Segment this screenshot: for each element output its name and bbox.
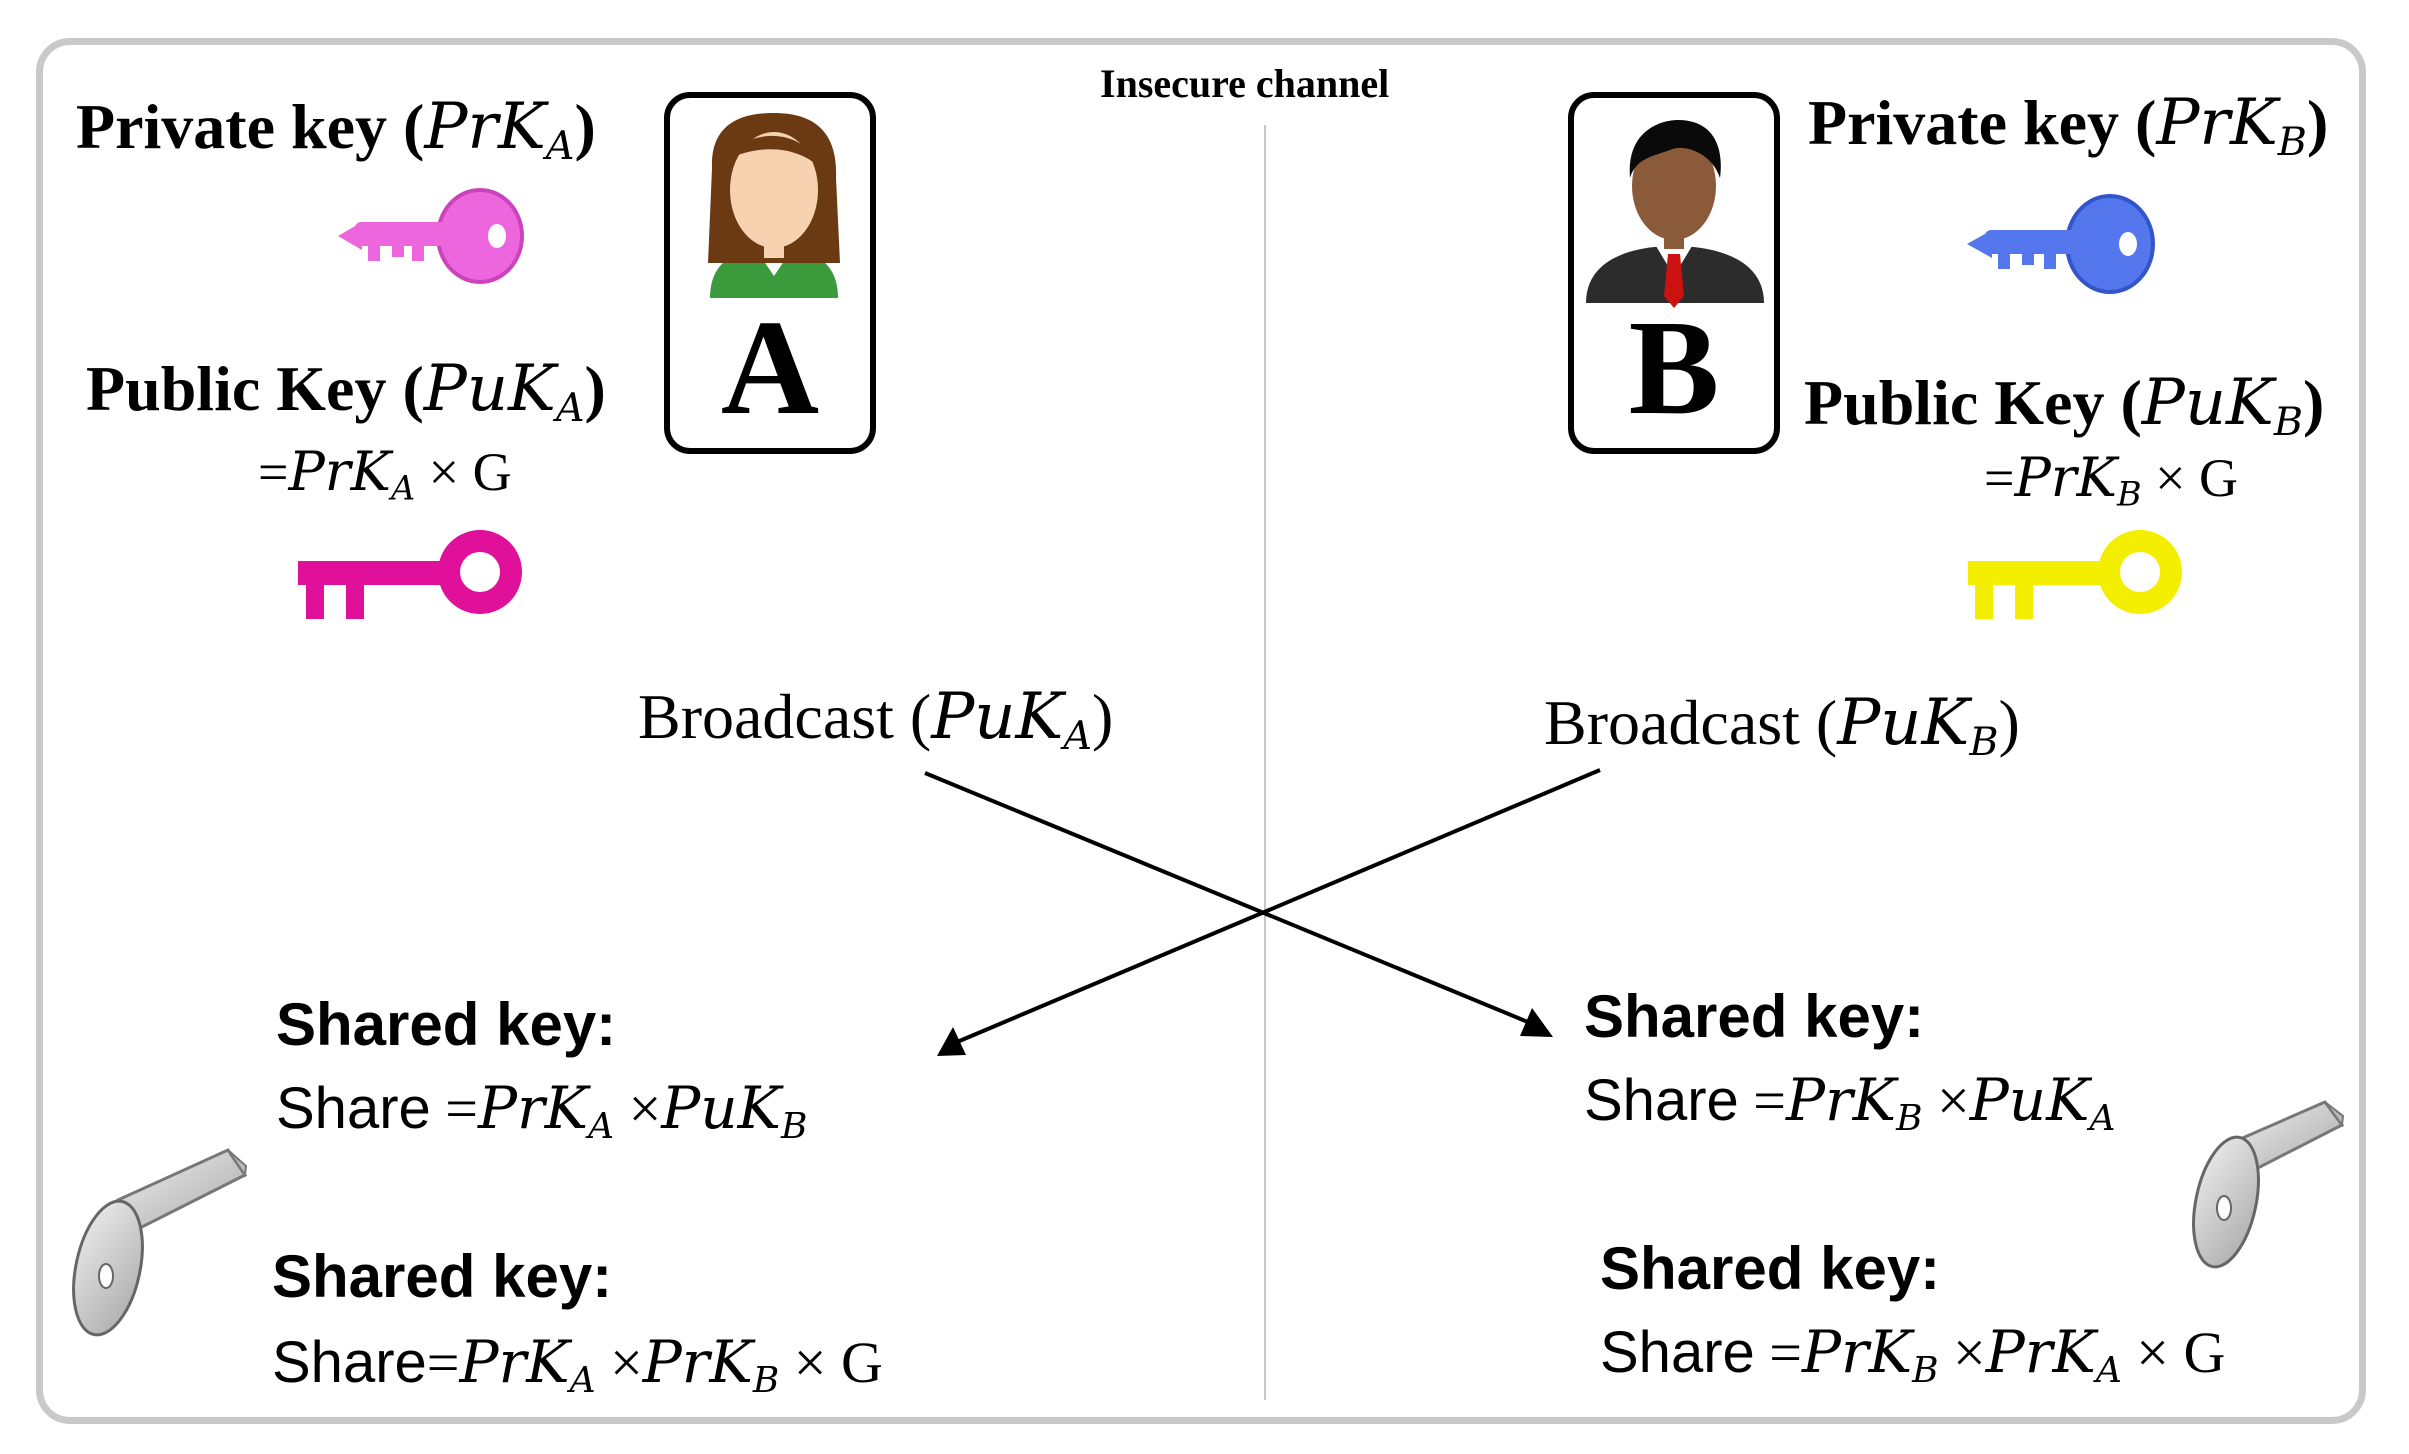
shared-key-a1-formula: Share =PrKA ×PuKB bbox=[276, 1074, 808, 1148]
private-key-a-label: Private key (PrKA) bbox=[76, 90, 596, 170]
party-a-card: A bbox=[664, 92, 876, 454]
shared-key-b1-heading: Shared key: bbox=[1584, 983, 1925, 1050]
broadcast-b-label: Broadcast (PuKB) bbox=[1544, 686, 2020, 766]
public-key-b-label: Public Key (PuKB) bbox=[1804, 366, 2325, 446]
shared-key-icon bbox=[2192, 1100, 2345, 1269]
public-key-a-label: Public Key (PuKA) bbox=[86, 352, 606, 432]
party-a-letter: A bbox=[720, 293, 820, 443]
shared-key-b1-formula: Share =PrKB ×PuKA bbox=[1584, 1066, 2116, 1140]
public-key-icon bbox=[1968, 530, 2182, 619]
party-b-card: B bbox=[1568, 92, 1780, 454]
arrow-b-to-a bbox=[937, 768, 1601, 1056]
public-key-b-formula: =PrKB × G bbox=[1984, 446, 2239, 514]
arrow-a-to-b bbox=[924, 771, 1553, 1037]
shared-key-b2-heading: Shared key: bbox=[1600, 1235, 1941, 1302]
shared-key-a2-formula: Share=PrKA ×PrKB × G bbox=[272, 1328, 883, 1402]
man-avatar-icon bbox=[1586, 120, 1764, 308]
private-key-icon bbox=[1967, 194, 2155, 294]
shared-key-b2-formula: Share =PrKB ×PrKA × G bbox=[1600, 1318, 2226, 1392]
public-key-icon bbox=[298, 530, 522, 619]
private-key-b-label: Private key (PrKB) bbox=[1808, 86, 2329, 166]
private-key-icon bbox=[338, 188, 524, 284]
public-key-a-formula: =PrKA × G bbox=[258, 440, 512, 508]
channel-title: Insecure channel bbox=[1100, 61, 1390, 106]
party-b-letter: B bbox=[1628, 293, 1720, 443]
woman-avatar-icon bbox=[708, 113, 840, 298]
broadcast-a-label: Broadcast (PuKA) bbox=[638, 680, 1114, 760]
shared-key-a1-heading: Shared key: bbox=[276, 991, 617, 1058]
shared-key-icon bbox=[72, 1148, 248, 1337]
diagram-frame bbox=[36, 38, 2366, 1424]
shared-key-a2-heading: Shared key: bbox=[272, 1243, 613, 1310]
